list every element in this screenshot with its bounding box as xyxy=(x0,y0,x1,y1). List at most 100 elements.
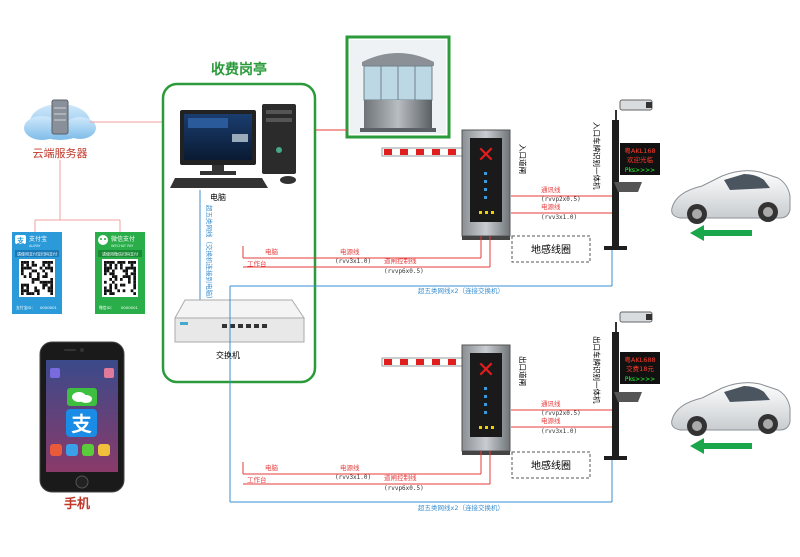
qr-module xyxy=(42,280,45,284)
entry-comm-wire-spec: (rvvp2x0.5) xyxy=(541,196,581,203)
entry-display-line2: 欢迎光临 xyxy=(627,155,654,164)
qr-module xyxy=(50,269,53,273)
qr-module xyxy=(114,286,118,290)
exit-desk-power-label: 电源线 xyxy=(340,463,360,472)
exit-direction-arrow xyxy=(690,438,752,454)
wechat-sub: WECHAT PAY xyxy=(111,244,134,248)
exit-cat5-cable xyxy=(229,286,613,503)
qr-module xyxy=(117,289,120,293)
wechat-footer: 微信ID： xyxy=(99,305,114,310)
qr-module xyxy=(37,272,40,276)
svg-text:支: 支 xyxy=(16,236,25,245)
entry-display-line1: 粤AKL168 xyxy=(624,146,655,155)
phone-dock-icons xyxy=(50,368,114,456)
qr-module xyxy=(45,266,48,270)
entry-ground-loop xyxy=(511,235,591,263)
exit-boom-arm xyxy=(381,357,465,367)
mouse-icon xyxy=(280,176,296,184)
qr-module xyxy=(133,275,136,278)
qr-module xyxy=(50,280,53,284)
qr-module xyxy=(109,292,112,295)
qr-module xyxy=(21,272,24,276)
qr-module xyxy=(114,266,118,270)
exit-gate-label: 出口道闸 xyxy=(518,356,528,386)
qr-module xyxy=(120,261,123,264)
booth-title: 收费岗亭 xyxy=(211,61,267,78)
qr-module xyxy=(114,283,118,287)
qr-module xyxy=(45,283,48,287)
home-button-icon xyxy=(75,475,89,489)
keyboard-icon xyxy=(170,178,268,188)
qr-module xyxy=(47,261,51,264)
qr-module xyxy=(104,266,107,270)
qr-module xyxy=(122,261,126,264)
qr-module xyxy=(130,263,134,267)
qr-module xyxy=(34,278,37,281)
toll-booth: 收费岗亭 电脑 超五类网线（交换机连接到电脑） xyxy=(161,61,317,384)
exit-arrow-icon xyxy=(690,438,752,454)
entry-loop-label: 地感线圈 xyxy=(531,243,571,256)
mobile-phone: 支 手机 xyxy=(39,341,125,512)
qr-module xyxy=(47,289,51,293)
exit-display-line1: 粤AKL688 xyxy=(624,355,655,364)
qr-module xyxy=(104,261,107,264)
switch-top xyxy=(174,299,305,319)
phone-label: 手机 xyxy=(64,496,90,512)
qr-module xyxy=(112,269,115,273)
exit-power-wire-spec: (rvv3x1.0) xyxy=(541,428,577,435)
qr-module xyxy=(23,283,27,287)
qr-module xyxy=(47,263,51,267)
qr-module xyxy=(42,286,45,290)
qr-module xyxy=(128,278,131,281)
computer-label: 电脑 xyxy=(210,192,226,202)
exit-desk-power-spec: (rvv3x1.0) xyxy=(335,474,371,481)
qr-module xyxy=(37,275,40,278)
qr-module xyxy=(104,292,107,295)
alipay-brand: 支付宝 xyxy=(29,235,47,243)
qr-module xyxy=(128,261,131,264)
exit-desk-control-label: 道闸控制线 xyxy=(384,473,417,482)
booth-photo-icon xyxy=(364,100,432,128)
qr-module xyxy=(37,292,40,295)
entry-gate-leds xyxy=(484,172,487,199)
qr-module xyxy=(109,278,112,281)
qr-module xyxy=(128,280,131,284)
wechat-brand: 微信支付 xyxy=(111,235,135,243)
exit-ground-loop xyxy=(511,451,591,479)
entry-power-wire-label: 电源线 xyxy=(541,202,561,211)
exit-desk-wires xyxy=(242,451,491,485)
qr-module xyxy=(128,266,131,270)
qr-module xyxy=(130,289,134,293)
qr-module xyxy=(50,278,53,281)
qr-module xyxy=(122,269,126,273)
qr-module xyxy=(26,261,29,264)
qr-module xyxy=(50,266,53,270)
entry-gate-x-icon: ✕ xyxy=(477,143,495,168)
qr-module xyxy=(21,283,24,287)
booth-border xyxy=(161,82,317,384)
qr-module xyxy=(130,266,134,270)
qr-module xyxy=(21,292,24,295)
qr-module xyxy=(130,272,134,276)
qr-module xyxy=(114,275,118,278)
qr-module xyxy=(47,280,51,284)
qr-module xyxy=(133,292,136,295)
qr-module xyxy=(23,266,27,270)
qr-module xyxy=(39,266,43,270)
exit-car xyxy=(671,382,791,436)
exit-desk-control-spec: (rvvp6x0.5) xyxy=(384,485,424,492)
qr-module xyxy=(29,275,32,278)
entry-boom-arm xyxy=(381,147,465,157)
wechat-banner: 请使用微信扫码支付 xyxy=(102,251,138,257)
qr-module xyxy=(26,286,29,290)
exit-loop-label: 地感线圈 xyxy=(531,459,571,472)
alipay-footer-id: 0000001 xyxy=(40,305,57,310)
qr-module xyxy=(29,292,32,295)
wechat-card: 微信支付 WECHAT PAY 请使用微信扫码支付 微信ID： 0000001 xyxy=(95,232,145,314)
switch-label: 交换机 xyxy=(216,350,240,360)
qr-module xyxy=(109,283,112,287)
entry-power-wire-spec: (rvv3x1.0) xyxy=(541,214,577,221)
qr-module xyxy=(133,280,136,284)
qr-module xyxy=(112,280,115,284)
